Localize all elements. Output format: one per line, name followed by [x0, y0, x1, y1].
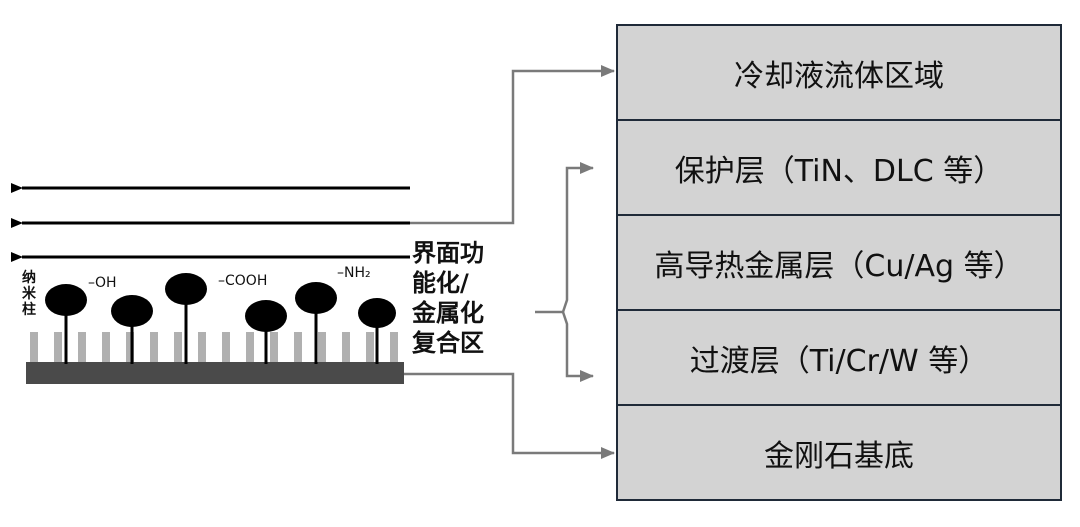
nanopillar [30, 332, 38, 362]
interface-zone-label: 界面功 能化/ 金属化 复合区 [412, 238, 512, 358]
nanopillar [342, 332, 350, 362]
layer-protective-label: 保护层（TiN、DLC 等） [674, 153, 1004, 189]
nanopillar-label-char: 纳 [22, 270, 36, 286]
interface-zone-line: 能化/ [412, 269, 469, 297]
nanopillar [246, 332, 254, 362]
molecule-head [45, 284, 87, 316]
layer-transition-label: 过渡层（Ti/Cr/W 等） [689, 343, 989, 379]
layer-conductive-metal-label: 高导热金属层（Cu/Ag 等） [654, 248, 1024, 284]
nanopillars [30, 332, 398, 362]
molecule-heads [45, 273, 396, 332]
layer-diamond-substrate: 金刚石基底 [616, 404, 1062, 501]
nanopillar-label-char: 柱 [22, 302, 36, 318]
connector-to-coolant [410, 65, 615, 225]
bracket-lower [561, 311, 594, 382]
molecule-head [358, 298, 396, 328]
nanopillar [150, 332, 158, 362]
molecule-head [295, 282, 337, 314]
interface-zone-line: 复合区 [412, 329, 484, 357]
nanopillar [366, 332, 374, 362]
nanopillar [270, 332, 278, 362]
nanopillar [294, 332, 302, 362]
nanopillar-label-char: 米 [22, 286, 36, 302]
molecule-head [111, 295, 153, 327]
nanopillar [318, 332, 326, 362]
layer-transition: 过渡层（Ti/Cr/W 等） [616, 309, 1062, 406]
group-label-oh: –OH [88, 275, 117, 291]
group-label-cooh: –COOH [218, 273, 268, 289]
nanopillar [174, 332, 182, 362]
layer-coolant-label: 冷却液流体区域 [734, 58, 944, 94]
layer-diamond-substrate-label: 金刚石基底 [764, 438, 914, 474]
nanopillar-label: 纳 米 柱 [22, 270, 36, 318]
interface-zone-line: 金属化 [412, 299, 484, 327]
layer-conductive-metal: 高导热金属层（Cu/Ag 等） [616, 214, 1062, 311]
layer-coolant: 冷却液流体区域 [616, 24, 1062, 121]
nanopillar [198, 332, 206, 362]
molecule-head [245, 300, 287, 332]
substrate-bar [26, 362, 404, 384]
bracket-upper [561, 162, 594, 313]
molecule-head [165, 273, 207, 305]
nanopillar [390, 332, 398, 362]
nanopillar [78, 332, 86, 362]
nanopillar [222, 332, 230, 362]
nanopillar [126, 332, 134, 362]
interface-zone-line: 界面功 [412, 239, 484, 267]
nanopillar [54, 332, 62, 362]
nanopillar [102, 332, 110, 362]
group-label-nh2: –NH₂ [337, 265, 371, 281]
layer-protective: 保护层（TiN、DLC 等） [616, 119, 1062, 216]
connector-to-substrate [404, 372, 615, 459]
